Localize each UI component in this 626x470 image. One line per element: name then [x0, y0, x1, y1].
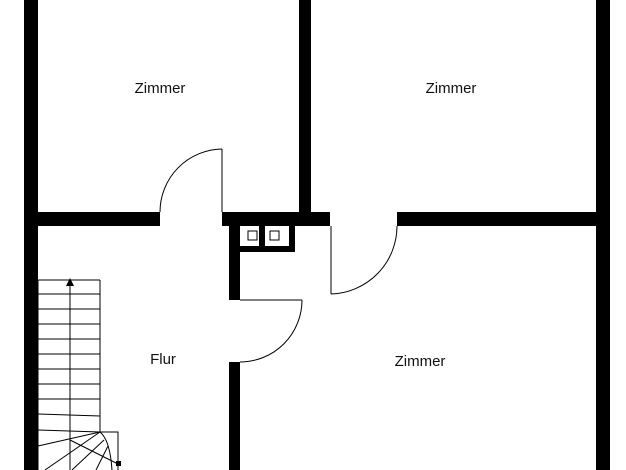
wall-horizontal-left [24, 212, 160, 226]
shaft-middle-wall [259, 226, 265, 246]
walls [24, 0, 610, 470]
vent-shaft-right [269, 230, 280, 241]
door-top-left-room [159, 148, 223, 213]
wall-right-outer [596, 0, 610, 470]
wall-hall-lower [229, 362, 240, 470]
stair-landing-edge [100, 431, 119, 470]
room-label-hallway: Flur [150, 351, 176, 368]
vent-shaft-left [247, 230, 258, 241]
stair-winder [71, 439, 105, 470]
stair-winder [95, 445, 109, 470]
shaft-right-wall [289, 226, 295, 252]
wall-hall-upper [229, 226, 240, 300]
doors [159, 148, 398, 363]
stair-tread [37, 413, 101, 417]
room-label-top-left: Zimmer [135, 80, 186, 97]
stair-end-marker [116, 461, 121, 466]
door-bottom-right-room [330, 225, 398, 295]
stair-winder [37, 431, 101, 447]
wall-horizontal-right [397, 212, 610, 226]
room-label-bottom-right: Zimmer [395, 353, 446, 370]
door-swing-arc [330, 225, 398, 295]
stair-direction-line-lower [69, 439, 119, 465]
vent-shafts [247, 230, 280, 241]
door-hall [239, 299, 303, 363]
door-swing-arc [239, 299, 303, 363]
shaft-bottom-wall [229, 246, 293, 252]
wall-horizontal-center [222, 212, 330, 226]
stair-winder [44, 431, 101, 470]
stair-direction-arrow-icon [66, 278, 74, 286]
wall-left-outer [24, 0, 38, 470]
room-label-top-right: Zimmer [426, 80, 477, 97]
door-swing-arc [159, 148, 223, 213]
stair-tread [37, 429, 101, 433]
wall-top-middle [299, 0, 311, 212]
stair-inner-curve [99, 431, 113, 470]
